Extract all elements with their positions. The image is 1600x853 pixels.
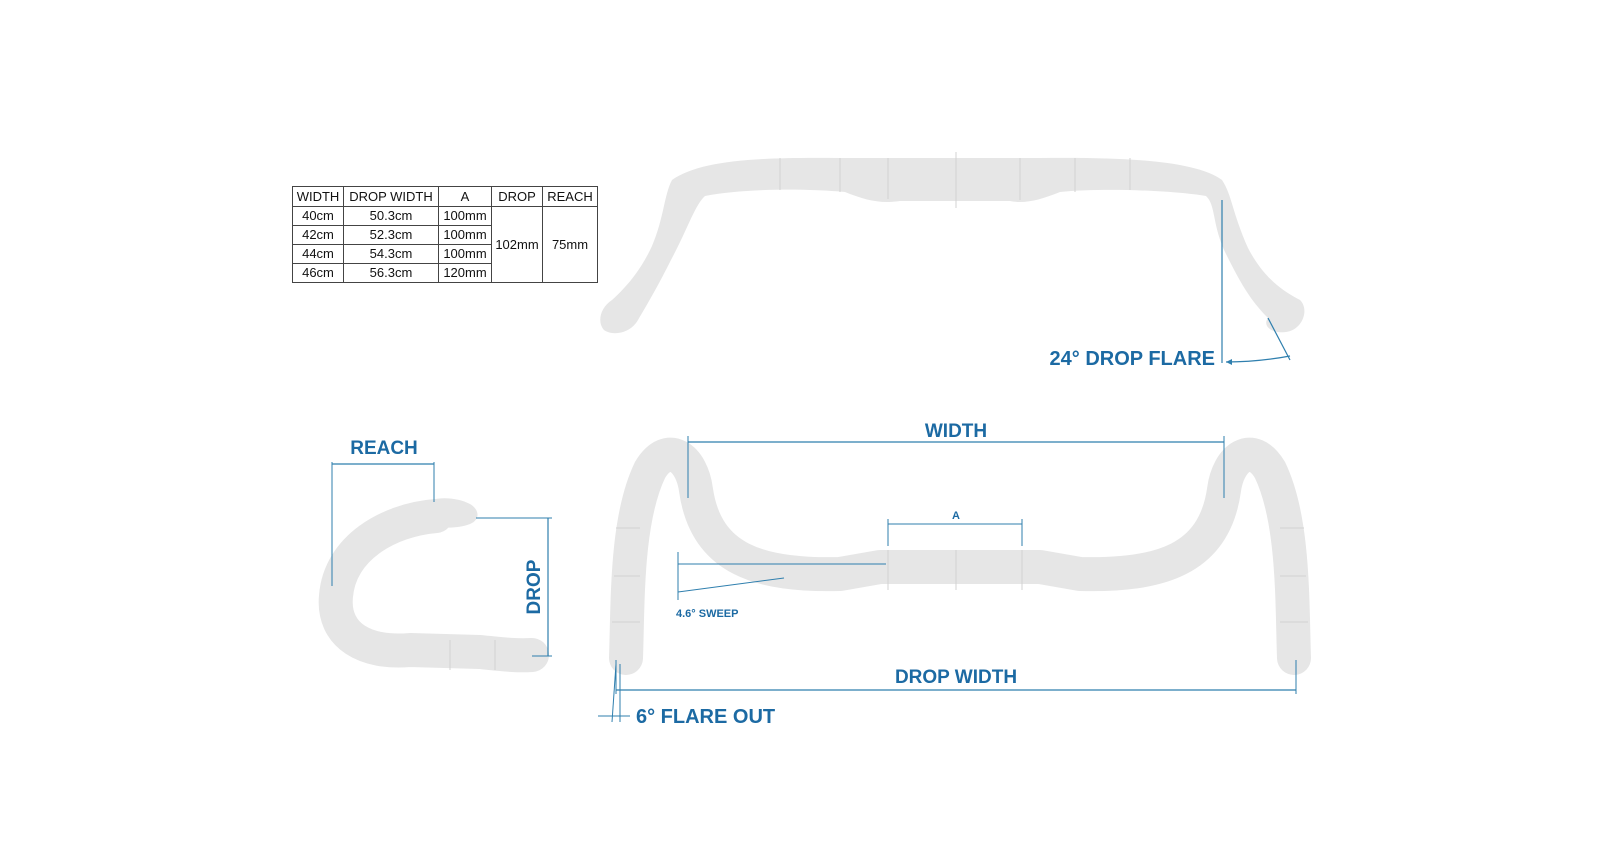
cell-reach-shared: 75mm xyxy=(542,206,598,283)
handlebar-side-shape xyxy=(318,499,549,673)
cell-width: 42cm xyxy=(292,225,344,245)
spec-table: WIDTH DROP WIDTH A DROP REACH 40cm 50.3c… xyxy=(292,186,598,283)
drop-flare-label: 24° DROP FLARE xyxy=(1050,348,1215,370)
cell-a: 100mm xyxy=(438,225,492,245)
drop-width-label: DROP WIDTH xyxy=(895,667,1017,688)
table-row: 46cm 56.3cm 120mm xyxy=(292,263,598,283)
cell-width: 46cm xyxy=(292,263,344,283)
cell-drop-width: 56.3cm xyxy=(343,263,439,283)
handlebar-side-view: REACH DROP xyxy=(318,438,552,673)
cell-a: 120mm xyxy=(438,263,492,283)
handlebar-side-hood xyxy=(420,498,478,528)
reach-label: REACH xyxy=(350,438,418,459)
cell-drop-width: 54.3cm xyxy=(343,244,439,264)
handlebar-top-view: 24° DROP FLARE xyxy=(600,152,1305,370)
a-label: A xyxy=(952,510,960,522)
width-label: WIDTH xyxy=(925,421,987,442)
flare-out-label: 6° FLARE OUT xyxy=(636,706,775,728)
sweep-angled-line xyxy=(677,577,785,593)
table-row: 42cm 52.3cm 100mm xyxy=(292,225,598,245)
drop-label: DROP xyxy=(524,559,545,614)
cell-width: 44cm xyxy=(292,244,344,264)
drop-flare-arc xyxy=(1225,355,1291,363)
sweep-label: 4.6° SWEEP xyxy=(676,608,738,620)
table-row: 44cm 54.3cm 100mm xyxy=(292,244,598,264)
handlebar-top-shape xyxy=(600,157,1305,334)
handlebar-front-shape xyxy=(609,437,1311,675)
flare-out-angled-line xyxy=(611,663,617,723)
arrow-icon xyxy=(1226,359,1232,365)
cell-drop-shared: 102mm xyxy=(491,206,543,283)
handlebar-front-view: WIDTH A 4.6° SWEEP DROP WIDTH 6° FLARE O… xyxy=(598,421,1311,728)
drop-flare-angled-line xyxy=(1267,317,1291,361)
